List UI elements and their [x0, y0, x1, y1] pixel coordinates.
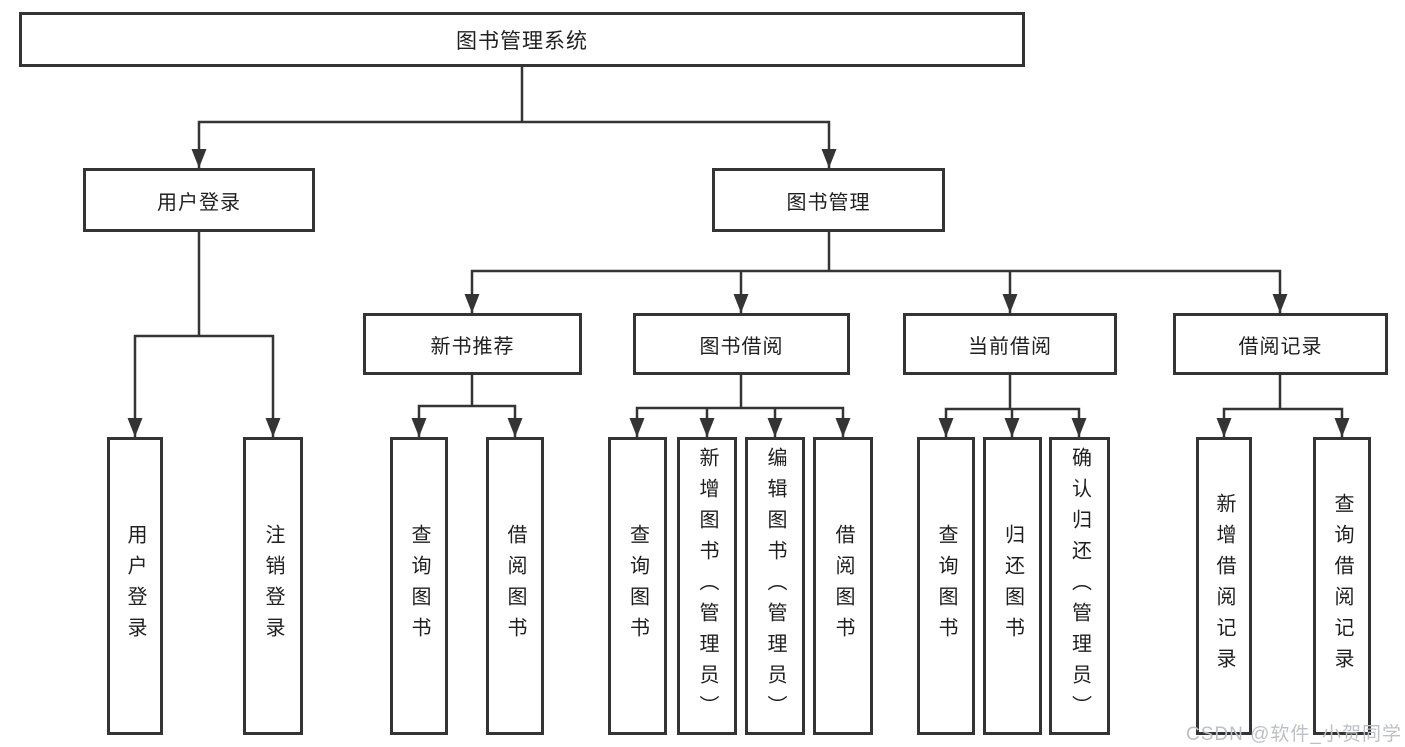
- leaf-return-books: 归还图书: [983, 437, 1042, 735]
- node-root-label: 图书管理系统: [456, 29, 588, 53]
- node-new-book-recommend: 新书推荐: [363, 313, 582, 375]
- leaf-edit-book-admin-label: 编辑图书（管理员）: [764, 446, 786, 726]
- node-borrow-records-label: 借阅记录: [1238, 335, 1323, 358]
- leaf-borrow-books-recommend-label: 借阅图书: [504, 524, 526, 648]
- node-current-borrow: 当前借阅: [903, 313, 1117, 375]
- leaf-add-book-admin-label: 新增图书（管理员）: [696, 446, 718, 726]
- watermark: CSDN @软件_小贺同学: [1186, 724, 1402, 745]
- arrow-down-icon: [1334, 418, 1350, 437]
- leaf-query-books-current-label: 查询图书: [935, 524, 957, 648]
- leaf-query-books-recommend-label: 查询图书: [408, 524, 430, 648]
- arrow-down-icon: [507, 418, 523, 437]
- node-book-borrow: 图书借阅: [633, 313, 850, 375]
- leaf-edit-book-admin: 编辑图书（管理员）: [745, 437, 805, 735]
- arrow-down-icon: [464, 294, 480, 313]
- arrow-down-icon: [938, 418, 954, 437]
- connector-current-borrow-to-leaves: [938, 375, 1087, 437]
- arrow-down-icon: [835, 418, 851, 437]
- arrow-down-icon: [191, 149, 207, 168]
- leaf-logout: 注销登录: [243, 437, 303, 735]
- leaf-borrow-books: 借阅图书: [813, 437, 873, 735]
- node-user-login-label: 用户登录: [157, 191, 241, 214]
- arrow-down-icon: [1071, 418, 1087, 437]
- arrow-down-icon: [1216, 418, 1232, 437]
- node-current-borrow-label: 当前借阅: [968, 335, 1052, 358]
- leaf-confirm-return-admin-label: 确认归还（管理员）: [1068, 446, 1091, 726]
- leaf-query-books-current: 查询图书: [917, 437, 975, 735]
- leaf-return-books-label: 归还图书: [1001, 524, 1024, 648]
- leaf-query-books-borrow: 查询图书: [608, 437, 667, 735]
- leaf-add-borrow-record: 新增借阅记录: [1196, 437, 1252, 735]
- node-borrow-records: 借阅记录: [1173, 313, 1388, 375]
- leaf-add-borrow-record-label: 新增借阅记录: [1213, 493, 1235, 679]
- leaf-user-login-label: 用户登录: [124, 524, 146, 648]
- leaf-query-borrow-record-label: 查询借阅记录: [1331, 493, 1353, 679]
- connector-borrow-records-to-leaves: [1216, 375, 1350, 437]
- leaf-add-book-admin: 新增图书（管理员）: [677, 437, 737, 735]
- arrow-down-icon: [411, 418, 427, 437]
- arrow-down-icon: [733, 294, 749, 313]
- connector-user-login-to-leaves: [127, 232, 281, 437]
- leaf-borrow-books-recommend: 借阅图书: [486, 437, 544, 735]
- leaf-user-login: 用户登录: [107, 437, 163, 735]
- connector-new-book-recommend-to-leaves: [411, 375, 523, 437]
- leaf-query-books-recommend: 查询图书: [390, 437, 448, 735]
- leaf-query-borrow-record: 查询借阅记录: [1313, 437, 1371, 735]
- connector-book-borrow-to-leaves: [629, 375, 851, 437]
- arrow-down-icon: [127, 418, 143, 437]
- connector-book-management-to-sections: [464, 232, 1288, 313]
- arrow-down-icon: [1272, 294, 1288, 313]
- arrow-down-icon: [1004, 418, 1020, 437]
- arrow-down-icon: [1002, 294, 1018, 313]
- arrow-down-icon: [699, 418, 715, 437]
- node-new-book-recommend-label: 新书推荐: [430, 335, 515, 358]
- node-user-login: 用户登录: [83, 168, 315, 232]
- arrow-down-icon: [767, 418, 783, 437]
- leaf-confirm-return-admin: 确认归还（管理员）: [1049, 437, 1110, 735]
- leaf-logout-label: 注销登录: [262, 524, 284, 648]
- node-book-management: 图书管理: [712, 168, 945, 232]
- arrow-down-icon: [821, 149, 837, 168]
- leaf-borrow-books-label: 借阅图书: [832, 524, 854, 648]
- node-root: 图书管理系统: [19, 12, 1025, 67]
- node-book-management-label: 图书管理: [786, 191, 871, 214]
- node-book-borrow-label: 图书借阅: [699, 335, 784, 358]
- connector-root-to-branches: [191, 67, 837, 168]
- arrow-down-icon: [265, 418, 281, 437]
- leaf-query-books-borrow-label: 查询图书: [626, 524, 649, 648]
- arrow-down-icon: [629, 418, 645, 437]
